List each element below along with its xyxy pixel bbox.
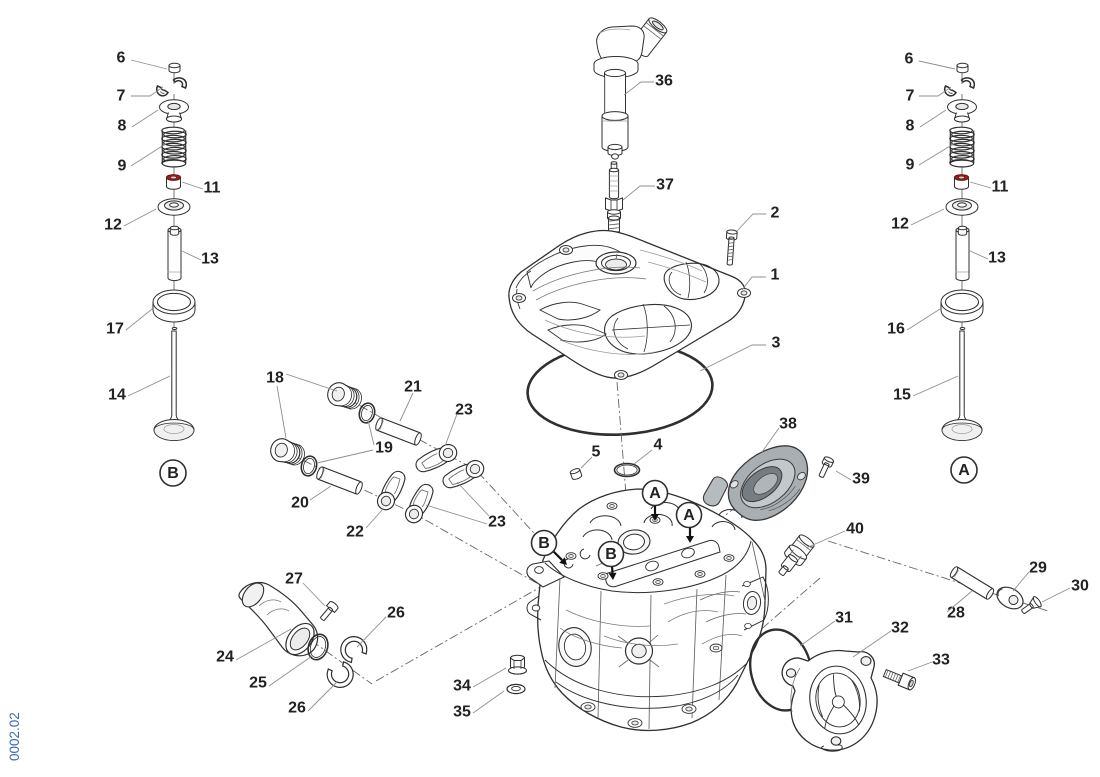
svg-text:16: 16: [887, 321, 905, 338]
svg-text:17: 17: [106, 321, 124, 338]
svg-text:9: 9: [906, 157, 915, 174]
svg-text:36: 36: [655, 73, 673, 90]
svg-text:12: 12: [891, 216, 909, 233]
svg-text:13: 13: [988, 250, 1006, 267]
svg-text:38: 38: [779, 416, 797, 433]
svg-text:A: A: [649, 485, 661, 502]
svg-text:18: 18: [266, 370, 284, 387]
svg-text:8: 8: [118, 118, 127, 135]
svg-text:3: 3: [772, 335, 781, 352]
svg-text:25: 25: [249, 675, 267, 692]
svg-text:26: 26: [288, 700, 306, 717]
svg-text:9: 9: [118, 158, 127, 175]
svg-text:30: 30: [1071, 578, 1089, 595]
svg-text:B: B: [605, 546, 617, 563]
svg-text:26: 26: [387, 605, 405, 622]
svg-text:27: 27: [285, 571, 303, 588]
svg-text:7: 7: [906, 88, 915, 105]
svg-text:35: 35: [453, 704, 471, 721]
svg-text:13: 13: [201, 251, 219, 268]
svg-text:40: 40: [846, 521, 864, 538]
svg-text:24: 24: [216, 649, 234, 666]
svg-text:6: 6: [905, 51, 914, 68]
svg-text:23: 23: [455, 402, 473, 419]
svg-text:15: 15: [893, 387, 911, 404]
svg-text:28: 28: [947, 605, 965, 622]
svg-text:4: 4: [654, 437, 663, 454]
svg-text:8: 8: [906, 118, 915, 135]
svg-text:34: 34: [453, 678, 471, 695]
svg-text:12: 12: [104, 217, 122, 234]
svg-text:14: 14: [108, 387, 126, 404]
svg-text:5: 5: [592, 444, 601, 461]
svg-text:31: 31: [835, 610, 853, 627]
svg-text:23: 23: [488, 514, 506, 531]
svg-text:11: 11: [992, 179, 1009, 196]
svg-text:0002.02: 0002.02: [7, 712, 22, 761]
svg-text:39: 39: [852, 471, 870, 488]
svg-text:6: 6: [117, 50, 126, 67]
svg-text:11: 11: [204, 180, 221, 197]
svg-text:B: B: [167, 465, 179, 482]
svg-text:7: 7: [117, 88, 126, 105]
svg-text:2: 2: [771, 205, 780, 222]
svg-text:33: 33: [932, 652, 950, 669]
svg-text:32: 32: [891, 620, 909, 637]
svg-text:A: A: [958, 462, 970, 479]
svg-text:19: 19: [375, 440, 393, 457]
svg-text:21: 21: [404, 379, 422, 396]
svg-text:B: B: [538, 535, 550, 552]
svg-text:37: 37: [656, 177, 674, 194]
svg-text:A: A: [683, 507, 695, 524]
svg-text:22: 22: [346, 524, 364, 541]
svg-text:1: 1: [771, 267, 780, 284]
svg-text:20: 20: [291, 495, 309, 512]
svg-text:29: 29: [1029, 560, 1047, 577]
